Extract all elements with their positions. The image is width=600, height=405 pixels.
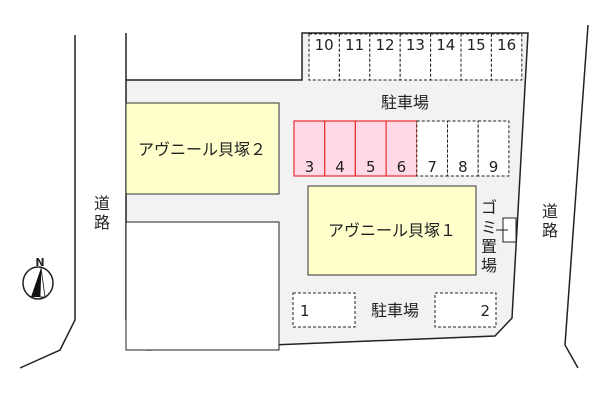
- building-1: [307, 185, 477, 276]
- parking-bottom-label: 駐車場: [371, 301, 419, 320]
- parking-slot-8: [447, 120, 479, 177]
- road-left-label-1: 道: [94, 194, 110, 213]
- north-compass-icon: N: [22, 256, 54, 300]
- parking-slot-15-label: 15: [467, 36, 486, 54]
- parking-slot-9: [477, 120, 510, 177]
- parking-slot-7-label: 7: [427, 158, 437, 176]
- parking-slot-10: [308, 33, 340, 81]
- road-left-edge: [19, 35, 76, 369]
- parking-slot-7: [416, 120, 448, 177]
- garbage-label-2: ミ: [481, 218, 497, 237]
- parking-slot-2-label: 2: [480, 302, 490, 320]
- north-label: N: [35, 256, 44, 269]
- lower-left-block: [125, 221, 280, 351]
- parking-slot-13: [399, 33, 432, 81]
- parking-slot-3: [293, 120, 326, 177]
- building-1-label: アヴニール貝塚１: [328, 221, 456, 240]
- parking-slot-6: [385, 120, 418, 177]
- parking-top-label: 駐車場: [381, 93, 429, 112]
- parking-slot-5-label: 5: [366, 158, 376, 176]
- parking-slot-4-label: 4: [335, 158, 345, 176]
- parking-slot-12-label: 12: [375, 36, 394, 54]
- garbage-label-1: ゴ: [481, 198, 497, 217]
- building-2: [125, 102, 280, 195]
- road-right-label-2: 路: [542, 221, 558, 240]
- road-left-label-2: 路: [94, 213, 110, 232]
- parking-slot-11: [338, 33, 371, 81]
- road-right-label-1: 道: [542, 202, 558, 221]
- parking-slot-5: [354, 120, 387, 177]
- parking-slot-13-label: 13: [406, 36, 425, 54]
- parking-slot-11-label: 11: [345, 36, 364, 54]
- parking-slot-4: [324, 120, 357, 177]
- garbage-label-3: 置: [481, 237, 497, 256]
- parking-slot-1-label: 1: [300, 302, 310, 320]
- parking-slot-8-label: 8: [458, 158, 468, 176]
- parking-slot-9-label: 9: [489, 158, 499, 176]
- parking-slot-3-label: 3: [305, 158, 315, 176]
- building-2-label: アヴニール貝塚２: [138, 140, 266, 159]
- parking-slot-16: [490, 33, 523, 81]
- parking-slot-15: [460, 33, 492, 81]
- parking-slot-12: [369, 33, 401, 81]
- parking-slot-2: [434, 292, 497, 328]
- garbage-label-4: 場: [481, 256, 497, 275]
- parking-slot-6-label: 6: [397, 158, 407, 176]
- parking-slot-10-label: 10: [315, 36, 334, 54]
- parking-slot-14-label: 14: [436, 36, 455, 54]
- parking-slot-14: [430, 33, 462, 81]
- parking-slot-16-label: 16: [497, 36, 516, 54]
- road-right-edge: [564, 24, 589, 369]
- parking-slot-1: [292, 292, 356, 328]
